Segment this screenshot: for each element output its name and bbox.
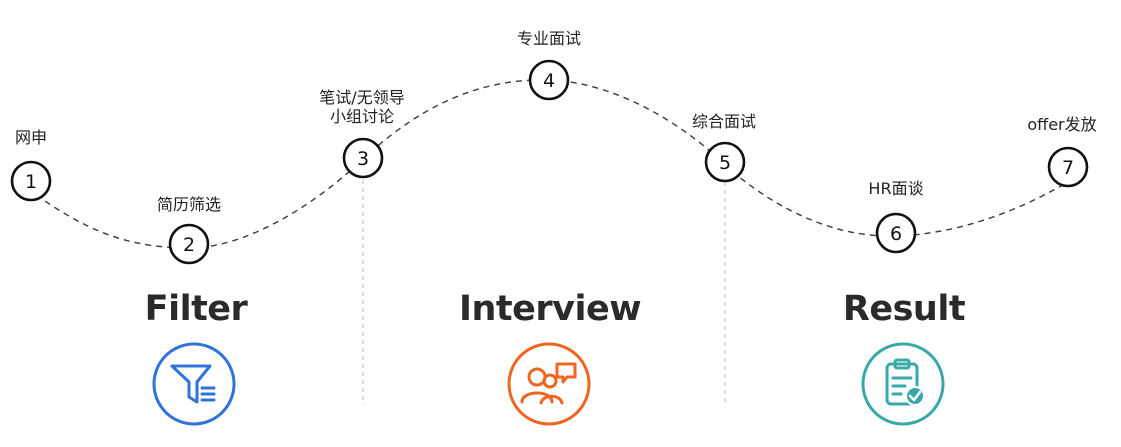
step-number-1: 1 xyxy=(25,171,37,193)
step-node-1: 1 xyxy=(10,160,52,202)
step-label-3-line1: 笔试/无领导 xyxy=(319,88,404,107)
step-node-6: 6 xyxy=(875,212,917,254)
step-number-7: 7 xyxy=(1062,157,1074,179)
step-node-4: 4 xyxy=(528,59,570,101)
phase-title-filter: Filter xyxy=(145,289,249,329)
step-node-2: 2 xyxy=(168,223,210,265)
people-chat-icon xyxy=(507,342,591,426)
step-label-6: HR面谈 xyxy=(868,179,923,198)
step-number-2: 2 xyxy=(183,234,195,256)
step-node-7: 7 xyxy=(1047,146,1089,188)
step-label-5: 综合面试 xyxy=(692,112,756,131)
step-label-3-line2: 小组讨论 xyxy=(330,107,394,126)
clipboard-check-icon xyxy=(861,342,945,426)
step-label-7: offer发放 xyxy=(1027,115,1096,134)
phase-title-interview: Interview xyxy=(459,289,641,329)
step-label-2: 简历筛选 xyxy=(157,195,221,214)
step-number-5: 5 xyxy=(719,152,731,174)
step-number-6: 6 xyxy=(890,223,902,245)
step-node-5: 5 xyxy=(704,141,746,183)
step-label-1: 网申 xyxy=(15,128,47,147)
step-number-3: 3 xyxy=(357,148,369,170)
filter-icon xyxy=(152,342,236,426)
step-number-4: 4 xyxy=(543,70,555,92)
phase-title-result: Result xyxy=(843,289,965,329)
step-label-4: 专业面试 xyxy=(517,29,581,48)
step-node-3: 3 xyxy=(342,137,384,179)
